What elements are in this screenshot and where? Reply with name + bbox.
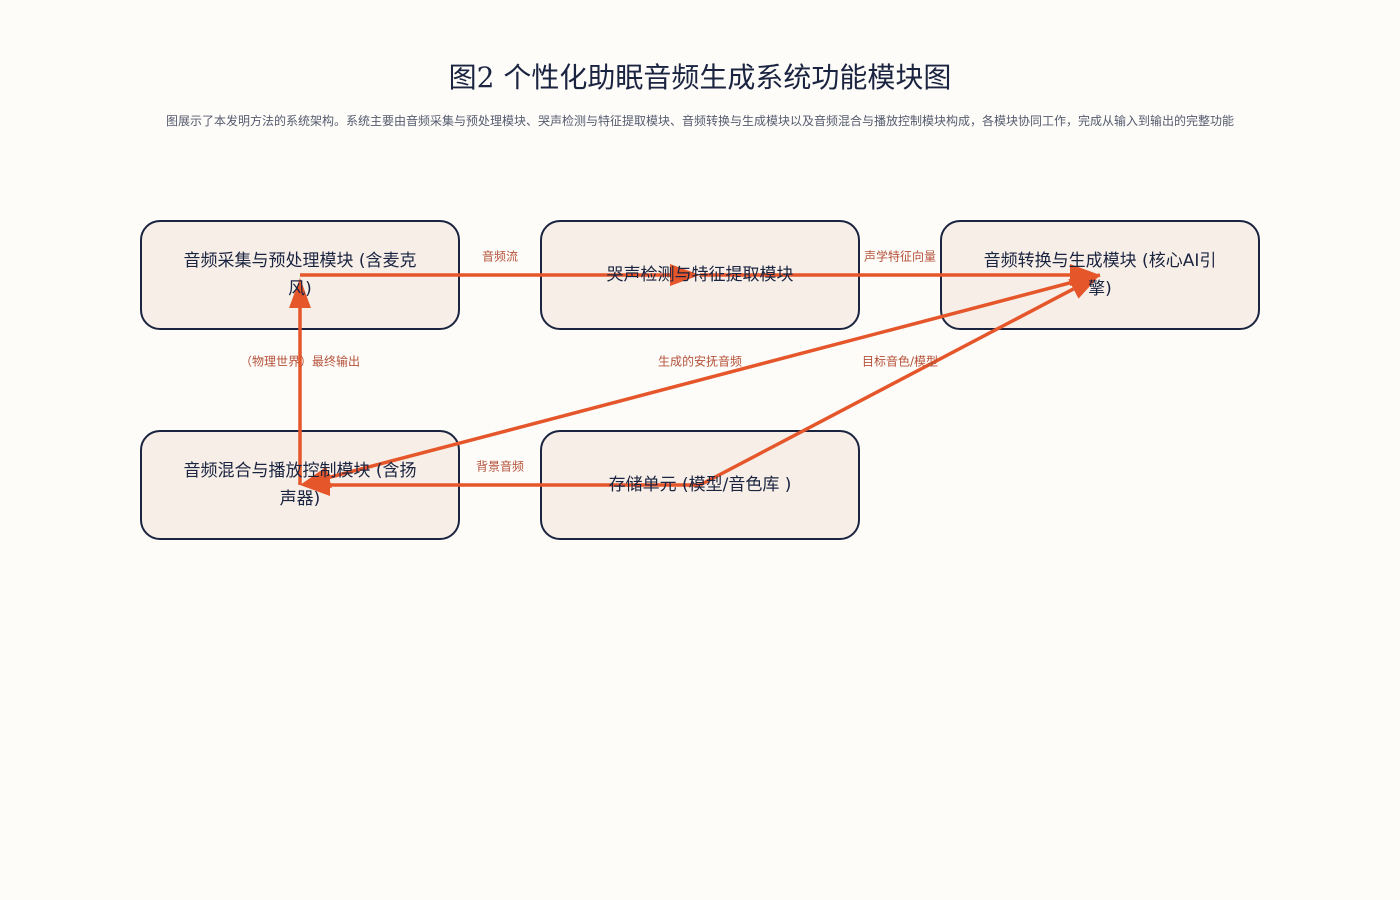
- node-generation: 音频转换与生成模块 (核心AI引擎): [940, 220, 1260, 330]
- edge-label-final-output: （物理世界）最终输出: [240, 353, 360, 370]
- edge-label-target-timbre: 目标音色/模型: [862, 353, 938, 370]
- node-mixing: 音频混合与播放控制模块 (含扬声器): [140, 430, 460, 540]
- node-detection: 哭声检测与特征提取模块: [540, 220, 860, 330]
- node-acquisition: 音频采集与预处理模块 (含麦克风): [140, 220, 460, 330]
- edge-label-generated-audio: 生成的安抚音频: [658, 353, 742, 370]
- edge-label-audio-stream: 音频流: [482, 248, 518, 265]
- edge-label-feature-vector: 声学特征向量: [864, 248, 936, 265]
- edge-label-background-audio: 背景音频: [476, 458, 524, 475]
- node-storage: 存储单元 (模型/音色库 ): [540, 430, 860, 540]
